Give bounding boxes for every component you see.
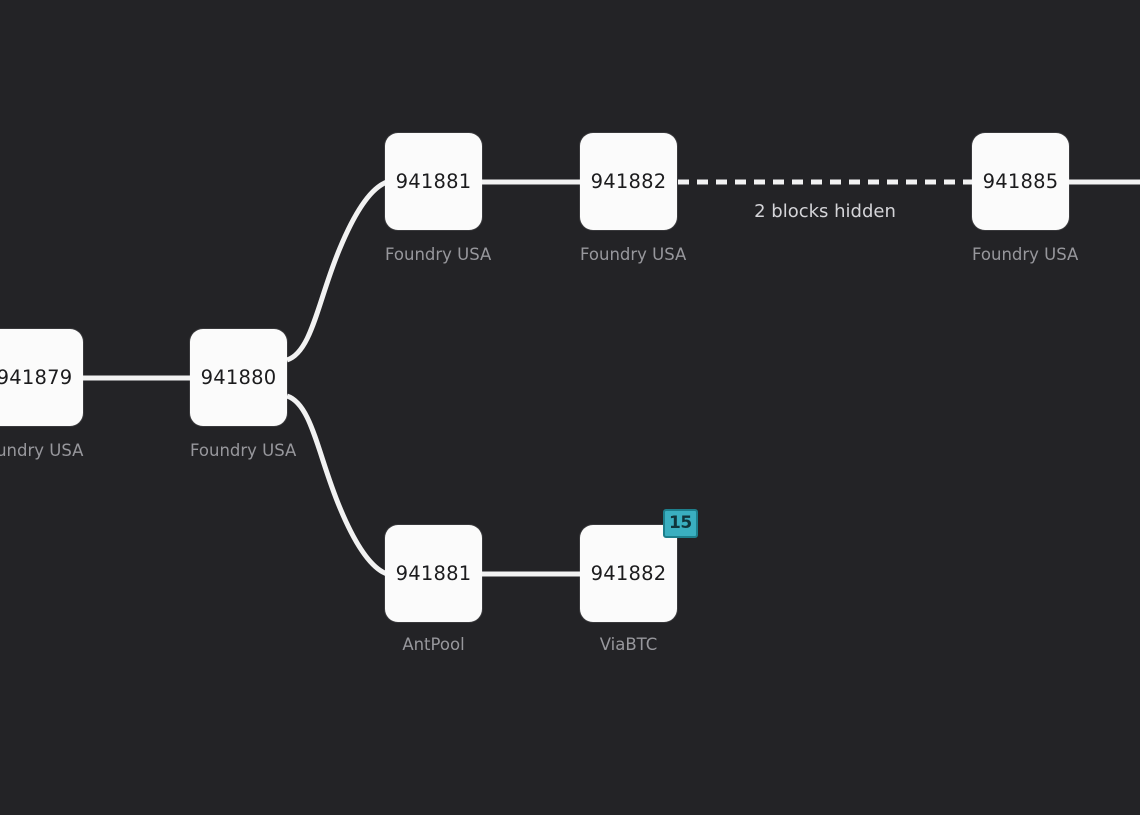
block-node[interactable]: 941879 <box>0 329 83 426</box>
block-node[interactable]: 941882 <box>580 525 677 622</box>
pool-label: Foundry USA <box>972 245 1079 264</box>
block-height-label: 941880 <box>200 365 277 389</box>
pool-label: AntPool <box>402 635 465 654</box>
pool-label: Foundry USA <box>580 245 687 264</box>
block-height-label: 941882 <box>590 169 667 193</box>
block-node[interactable]: 941880 <box>190 329 287 426</box>
block-height-label: 941885 <box>982 169 1059 193</box>
block-height-label: 941881 <box>395 169 472 193</box>
hidden-blocks-note: 2 blocks hidden <box>754 201 896 222</box>
block-node[interactable]: 941885 <box>972 133 1069 230</box>
pool-label: Foundry USA <box>190 441 297 460</box>
pool-label: oundry USA <box>0 441 84 460</box>
block-node[interactable]: 941881 <box>385 525 482 622</box>
block-height-label: 941882 <box>590 561 667 585</box>
block-count-badge[interactable]: 15 <box>663 509 698 538</box>
block-node[interactable]: 941882 <box>580 133 677 230</box>
block-node[interactable]: 941881 <box>385 133 482 230</box>
pool-label: ViaBTC <box>599 635 658 654</box>
edge-941880-941881-fork <box>285 393 388 577</box>
edge-941880-941881-main <box>285 179 388 363</box>
pool-label: Foundry USA <box>385 245 492 264</box>
block-height-label: 941881 <box>395 561 472 585</box>
block-height-label: 941879 <box>0 365 73 389</box>
